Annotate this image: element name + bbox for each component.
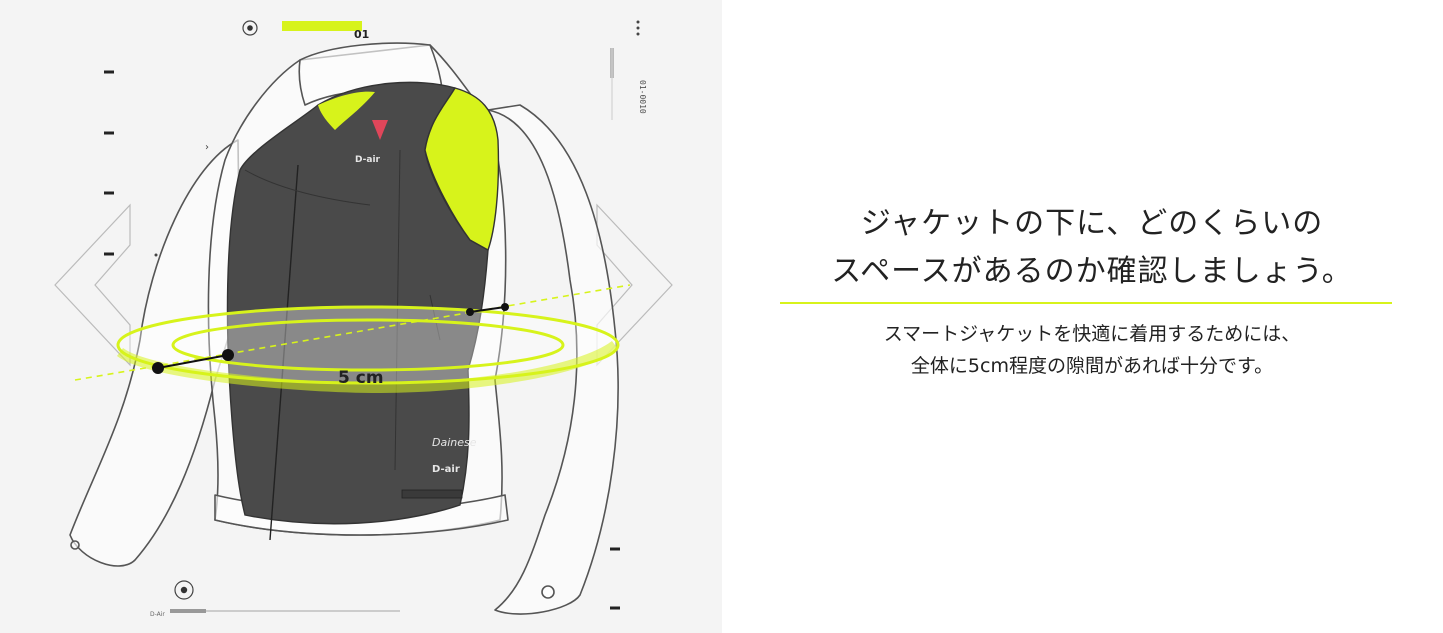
footer-label: D-Air: [150, 611, 165, 618]
measurement-band: 5 cm: [74, 284, 631, 394]
chest-brand: D-air: [355, 155, 381, 165]
body-badge: D-air: [432, 464, 460, 475]
svg-text:›: ›: [205, 142, 209, 153]
step-number: 01: [354, 28, 369, 41]
body-line-1: スマートジャケットを快適に着用するためには、: [883, 323, 1301, 345]
radio-dot-icon: [174, 580, 194, 600]
left-tick-marks: [104, 70, 114, 256]
info-panel: ジャケットの下に、どのくらいの スペースがあるのか確認しましょう。 スマートジャ…: [722, 0, 1443, 633]
body-line-2: 全体に5cm程度の隙間があれば十分です。: [910, 355, 1274, 377]
chevron-left-outline-icon: [54, 203, 131, 367]
body-copy: スマートジャケットを快適に着用するためには、 全体に5cm程度の隙間があれば十分…: [772, 318, 1412, 382]
headline-line-1: ジャケットの下に、どのくらいの: [860, 206, 1324, 241]
body-brand: Dainese: [432, 436, 477, 449]
footer-progress-fill: [170, 609, 206, 613]
footer-progress-track: [170, 610, 400, 612]
airbag-vest: D-air Dainese D-air: [226, 81, 500, 541]
headline-line-2: スペースがあるのか確認しましょう。: [831, 254, 1353, 289]
measurement-label: 5 cm: [338, 368, 384, 388]
right-tick-marks: [610, 547, 620, 610]
more-vertical-icon: [636, 20, 640, 36]
dainese-logo-icon: [372, 120, 388, 140]
side-code: 01-0010: [638, 80, 647, 114]
accent-divider: [780, 302, 1392, 304]
step-progress-bar: [282, 21, 362, 31]
radio-dot-icon: [242, 20, 258, 36]
jacket-illustration-panel: 01 01-0010: [0, 0, 722, 633]
headline: ジャケットの下に、どのくらいの スペースがあるのか確認しましょう。: [772, 200, 1412, 296]
jacket-illustration: 01 01-0010: [54, 20, 673, 618]
